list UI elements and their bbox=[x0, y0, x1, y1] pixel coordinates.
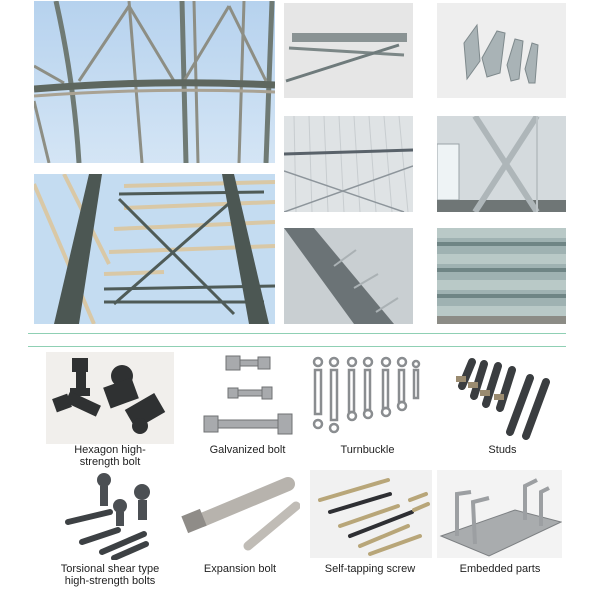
label-studs: Studs bbox=[440, 444, 565, 456]
photo-h-beams bbox=[437, 228, 566, 324]
photo-hexagon-bolt bbox=[46, 352, 174, 444]
photo-galvanized-bolt bbox=[196, 352, 300, 440]
label-galvanized-bolt: Galvanized bolt bbox=[180, 444, 315, 456]
photo-column-bracing bbox=[34, 174, 275, 324]
label-line: Self-tapping screw bbox=[324, 563, 416, 575]
label-line: high-strength bolts bbox=[64, 575, 156, 587]
label-torsional-shear-bolts: Torsional shear type high-strength bolts bbox=[40, 563, 180, 587]
label-line: Hexagon high- bbox=[74, 444, 146, 456]
photo-turnbuckle bbox=[310, 352, 422, 440]
label-line: Embedded parts bbox=[459, 563, 541, 575]
photo-purlins bbox=[437, 3, 566, 98]
divider-line-bottom bbox=[28, 346, 566, 347]
label-line: Studs bbox=[488, 444, 517, 456]
photo-expansion-bolt bbox=[178, 472, 300, 556]
divider-line-top bbox=[28, 333, 566, 334]
photo-tie-rods bbox=[284, 3, 413, 98]
photo-wall-bracing bbox=[437, 116, 566, 212]
label-expansion-bolt: Expansion bolt bbox=[175, 563, 305, 575]
label-embedded-parts: Embedded parts bbox=[435, 563, 565, 575]
photo-self-tapping-screw bbox=[310, 470, 432, 558]
label-self-tapping-screw: Self-tapping screw bbox=[305, 563, 435, 575]
label-line: Turnbuckle bbox=[340, 444, 395, 456]
label-turnbuckle: Turnbuckle bbox=[305, 444, 430, 456]
label-line: strength bolt bbox=[79, 456, 141, 468]
label-line: Galvanized bolt bbox=[209, 444, 286, 456]
label-hexagon-bolt: Hexagon high- strength bolt bbox=[40, 444, 180, 468]
photo-studs bbox=[446, 352, 556, 440]
label-line: Expansion bolt bbox=[203, 563, 277, 575]
photo-roof-truss bbox=[34, 1, 275, 163]
photo-torsional-shear-bolts bbox=[62, 472, 160, 560]
photo-purlin-roof bbox=[284, 228, 413, 324]
photo-embedded-parts bbox=[437, 470, 562, 558]
photo-roof-panel bbox=[284, 116, 413, 212]
label-line: Torsional shear type bbox=[60, 563, 160, 575]
